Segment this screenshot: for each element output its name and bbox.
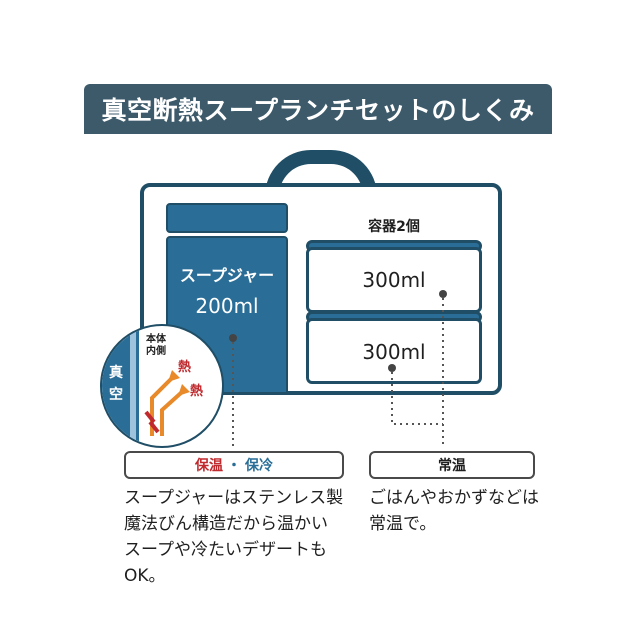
title-banner: 真空断熱スープランチセットのしくみ <box>84 84 552 134</box>
left-desc-line-2: 魔法びん構造だから温かい <box>124 514 328 534</box>
keep-cool-label: 保冷 <box>245 458 273 474</box>
heat-arrow-2-head <box>178 384 190 396</box>
inner-side-label: 本体 内側 <box>146 334 166 357</box>
right-desc-line-1: ごはんやおかずなどは <box>369 488 539 508</box>
vacuum-char-2: 空 <box>109 387 123 403</box>
right-desc-line-2: 常温で。 <box>369 514 437 534</box>
separator-dot: ・ <box>227 458 241 474</box>
page-title: 真空断熱スープランチセットのしくみ <box>101 96 535 125</box>
container-bottom-volume: 300ml <box>362 340 426 364</box>
inner-wall <box>136 326 139 446</box>
insulation-inset: 真 空 本体 内側 熱 熱 <box>100 324 224 448</box>
container-top-volume: 300ml <box>362 268 426 292</box>
heat-arrow-2 <box>160 390 184 436</box>
keep-warm-cool-badge: 保温 ・ 保冷 <box>124 451 344 479</box>
soup-jar-volume: 200ml <box>195 294 259 318</box>
right-description: ごはんやおかずなどは 常温で。 <box>369 485 559 537</box>
heat-return-arrows <box>144 410 160 434</box>
soup-jar-lid <box>166 203 288 233</box>
bottom-box-dot <box>388 364 396 372</box>
vacuum-label: 真 空 <box>106 362 126 406</box>
container-bottom <box>306 318 482 384</box>
room-temperature-label: 常温 <box>438 458 466 474</box>
heat-arrow-1-head <box>168 370 180 382</box>
left-desc-line-1: スープジャーはステンレス製 <box>124 488 344 508</box>
bottom-box-line <box>391 372 443 425</box>
keep-warm-label: 保温 <box>195 458 223 474</box>
jar-pointer-dot <box>229 334 237 342</box>
room-temperature-badge: 常温 <box>369 451 535 479</box>
heat-label-1: 熱 <box>178 360 192 375</box>
containers-heading: 容器2個 <box>368 219 420 235</box>
vacuum-char-1: 真 <box>109 365 123 381</box>
left-description: スープジャーはステンレス製 魔法びん構造だから温かい スープや冷たいデザートもO… <box>124 485 364 589</box>
left-desc-line-3: スープや冷たいデザートもOK。 <box>124 540 327 586</box>
top-box-dot <box>439 290 447 298</box>
wall-layer <box>130 326 136 446</box>
soup-jar-name: スープジャー <box>179 266 275 285</box>
heat-label-2: 熱 <box>190 384 204 399</box>
